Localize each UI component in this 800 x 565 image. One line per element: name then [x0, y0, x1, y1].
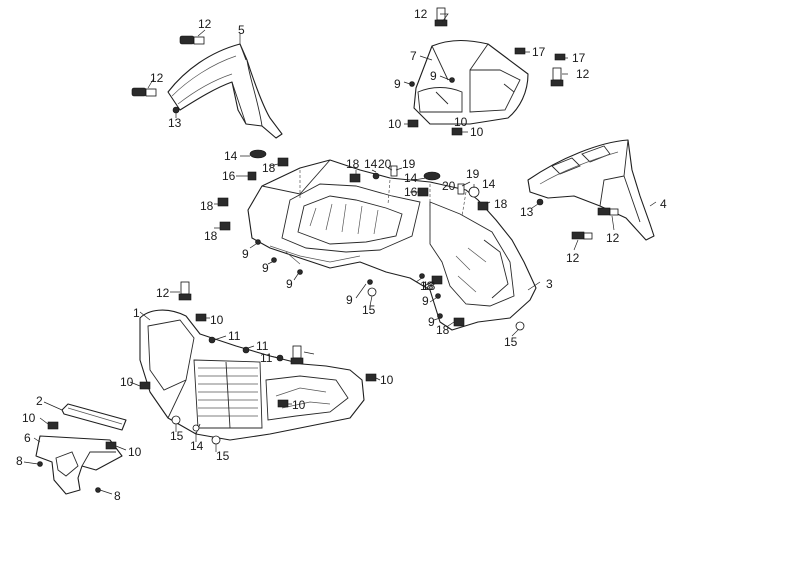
callout-18f: 18	[422, 279, 436, 293]
callout-12c: 12	[414, 7, 428, 21]
callout-12g: 12	[156, 286, 170, 300]
part-dashboard-panel	[413, 39, 529, 125]
callout-labels: 1 2 3 4 5 6 7 8 8 9 9 9 9 9 9 9 9 10 10 …	[16, 7, 667, 503]
callout-18g: 18	[436, 323, 450, 337]
leader-lines	[23, 13, 657, 495]
callout-15b: 15	[504, 335, 518, 349]
callout-12e: 12	[606, 231, 620, 245]
callout-13a: 13	[168, 116, 182, 130]
fastener-hardware	[37, 7, 619, 493]
callout-15d: 15	[216, 449, 230, 463]
callout-14a: 14	[224, 149, 238, 163]
callout-9d: 9	[262, 261, 269, 275]
callout-18b: 18	[346, 157, 360, 171]
callout-10f: 10	[292, 398, 306, 412]
callout-9h: 9	[428, 315, 435, 329]
callout-14d: 14	[482, 177, 496, 191]
part-front-body-rack	[247, 159, 537, 331]
part-left-front-fender	[167, 43, 283, 139]
callout-10e: 10	[380, 373, 394, 387]
part-right-front-fender	[527, 139, 655, 241]
callout-12a: 12	[198, 17, 212, 31]
callout-18a: 18	[262, 161, 276, 175]
callout-18e: 18	[494, 197, 508, 211]
callout-18h: 18	[420, 279, 434, 293]
callout-5: 5	[238, 23, 245, 37]
callout-11a: 11	[228, 329, 241, 343]
part-lower-skid-plate	[35, 435, 123, 495]
callout-1: 1	[133, 306, 140, 320]
callout-11c: 11	[260, 351, 273, 365]
callout-10b: 10	[470, 125, 484, 139]
callout-9g: 9	[422, 294, 429, 308]
part-trim-strip	[61, 403, 127, 431]
callout-11b: 11	[256, 339, 269, 353]
callout-19a: 19	[402, 157, 416, 171]
callout-2: 2	[36, 394, 43, 408]
callout-3: 3	[546, 277, 553, 291]
callout-10h: 10	[128, 445, 142, 459]
callout-18d: 18	[204, 229, 218, 243]
callout-8a: 8	[16, 454, 23, 468]
callout-12f: 12	[566, 251, 580, 265]
callout-7: 7	[410, 49, 417, 63]
callout-12d: 12	[576, 67, 590, 81]
callout-14b: 14	[364, 157, 378, 171]
callout-10i: 10	[454, 115, 468, 129]
callout-9f: 9	[346, 293, 353, 307]
callout-16b: 16	[404, 185, 418, 199]
callout-8b: 8	[114, 489, 121, 503]
callout-9e: 9	[286, 277, 293, 291]
callout-15a: 15	[362, 303, 376, 317]
callout-14e: 14	[190, 439, 204, 453]
callout-15c: 15	[170, 429, 184, 443]
callout-20a: 20	[378, 157, 392, 171]
callout-14c: 14	[404, 171, 418, 185]
callout-9a: 9	[394, 77, 401, 91]
callout-13b: 13	[520, 205, 534, 219]
callout-10d: 10	[120, 375, 134, 389]
callout-6: 6	[24, 431, 31, 445]
callout-17b: 17	[572, 51, 586, 65]
callout-19b: 19	[466, 167, 480, 181]
callout-16a: 16	[222, 169, 236, 183]
callout-10a: 10	[388, 117, 402, 131]
callout-20b: 20	[442, 179, 456, 193]
callout-9c: 9	[242, 247, 249, 261]
callout-9b: 9	[430, 69, 437, 83]
callout-4: 4	[660, 197, 667, 211]
callout-17a: 17	[532, 45, 546, 59]
callout-10g: 10	[22, 411, 36, 425]
callout-12b: 12	[150, 71, 164, 85]
callout-18c: 18	[200, 199, 214, 213]
callout-10c: 10	[210, 313, 224, 327]
